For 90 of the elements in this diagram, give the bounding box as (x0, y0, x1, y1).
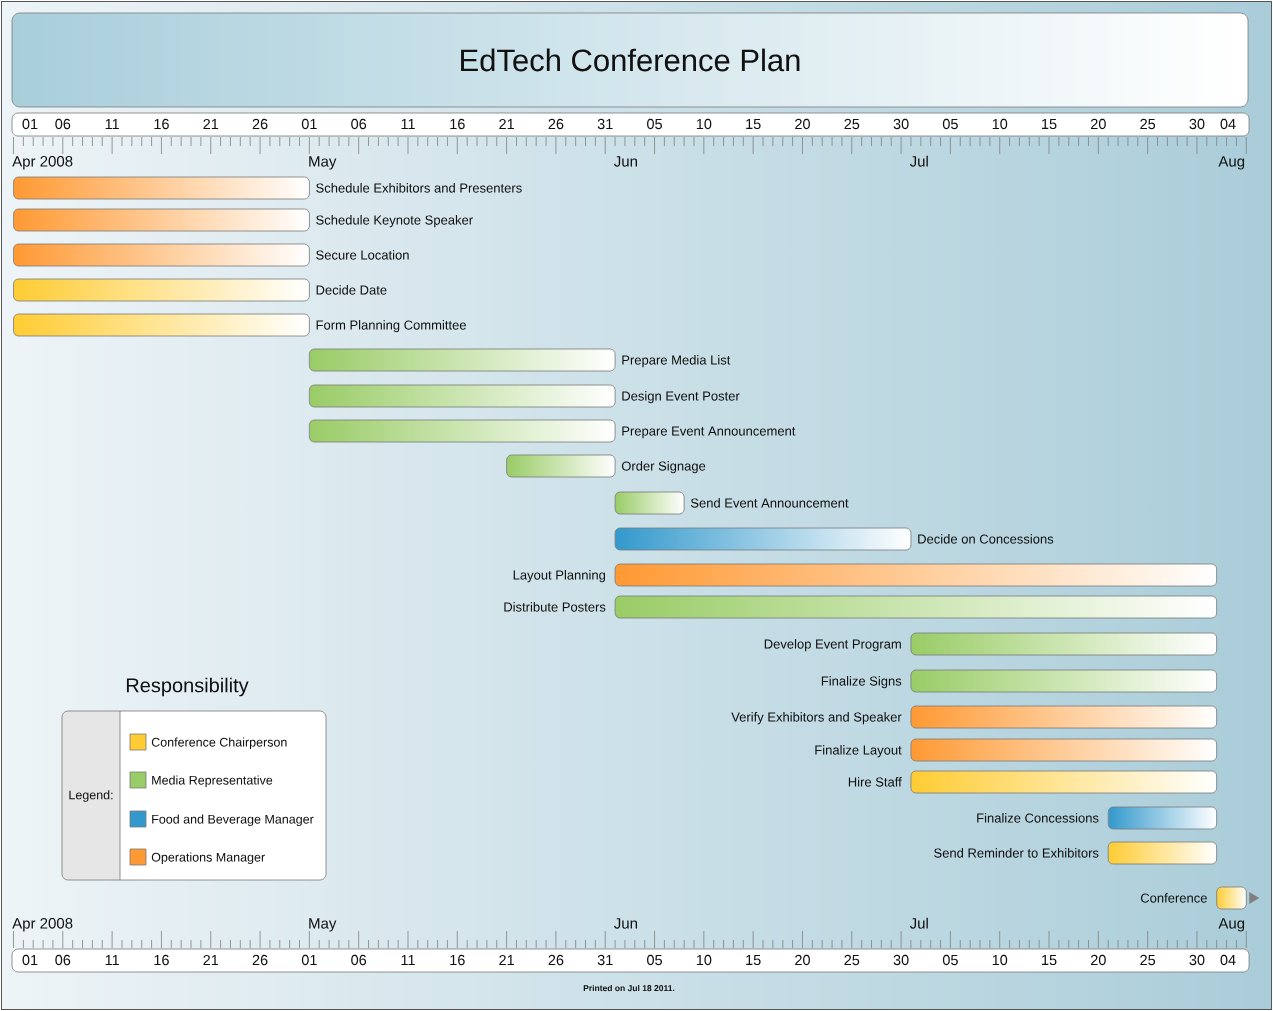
day-number: 05 (647, 954, 662, 966)
day-number: 20 (1091, 118, 1106, 130)
task-label: Conference (1140, 893, 1207, 903)
day-number: 30 (893, 954, 909, 966)
day-number: 06 (55, 954, 71, 966)
legend-text: Operations Manager (151, 852, 265, 865)
day-number: 16 (154, 118, 169, 130)
day-number: 30 (1189, 954, 1205, 966)
day-number: 21 (203, 118, 219, 130)
task-label: Decide on Concessions (918, 534, 1054, 544)
day-number: 05 (942, 954, 958, 966)
day-number: 01 (301, 118, 317, 130)
day-number: 21 (499, 954, 514, 966)
month-label: May (309, 156, 337, 170)
day-number: 16 (450, 954, 465, 966)
month-label: May (309, 918, 337, 932)
day-number: 11 (401, 955, 415, 965)
month-label: Jul (909, 155, 928, 167)
day-number: 11 (401, 119, 415, 129)
day-number: 25 (1140, 954, 1156, 966)
task-label: Develop Event Program (764, 639, 901, 652)
day-number: 21 (499, 118, 514, 130)
month-label: Aug (1218, 156, 1245, 170)
task-label: Finalize Layout (815, 745, 902, 758)
legend-text: Food and Beverage Manager (152, 814, 314, 827)
day-number: 25 (844, 118, 860, 130)
day-number: 16 (154, 954, 169, 966)
day-number: 11 (105, 119, 119, 129)
day-number: 20 (1091, 954, 1106, 966)
task-label: Prepare Media List (622, 355, 731, 368)
task-label: Form Planning Committee (316, 320, 466, 333)
day-number: 21 (203, 954, 219, 966)
day-number: 06 (55, 118, 71, 130)
day-number: 11 (105, 955, 119, 965)
day-number: 01 (301, 954, 317, 966)
title-banner: EdTech Conference Plan (11, 12, 1249, 108)
day-number: 04 (1220, 118, 1236, 130)
task-label: Prepare Event Announcement (622, 426, 796, 439)
side-caption: Legend: (69, 790, 113, 802)
legend-heading: Responsibility (126, 677, 249, 697)
task-label: Design Event Poster (622, 391, 740, 404)
day-number: 31 (597, 954, 613, 966)
month-label: Jun (614, 156, 637, 167)
day-number: 10 (696, 954, 712, 966)
task-label: Finalize Concessions (977, 813, 1099, 823)
task-label: Verify Exhibitors and Speaker (731, 712, 902, 725)
day-number: 31 (597, 118, 613, 130)
day-number: 16 (450, 118, 465, 130)
task-label: Schedule Keynote Speaker (316, 215, 473, 228)
day-number: 10 (992, 954, 1008, 966)
day-number: 26 (548, 118, 564, 130)
task-label: Order Signage (621, 461, 706, 474)
day-number: 10 (992, 118, 1008, 130)
task-label: Schedule Exhibitors and Presenters (316, 183, 522, 193)
day-number: 25 (844, 954, 860, 966)
task-label: Hire Staff (848, 777, 902, 787)
month-label: Apr 2008 (12, 918, 73, 932)
day-number: 01 (22, 118, 38, 130)
task-label: Finalize Signs (821, 676, 902, 689)
day-number: 30 (893, 118, 909, 130)
day-number: 20 (795, 118, 810, 130)
month-label: Jun (614, 918, 637, 929)
task-label: Layout Planning (513, 570, 606, 583)
day-number: 10 (696, 118, 712, 130)
day-number: 26 (548, 954, 564, 966)
day-number: 20 (795, 954, 810, 966)
task-label: Send Reminder to Exhibitors (934, 848, 1099, 858)
day-number: 15 (1042, 954, 1057, 966)
footer-note: Printed on Jul 18 2011. (583, 984, 675, 992)
day-number: 15 (746, 954, 761, 966)
day-number: 01 (22, 954, 38, 966)
day-number: 05 (647, 118, 662, 130)
task-label: Secure Location (316, 250, 409, 260)
month-label: Apr 2008 (12, 156, 73, 170)
task-label: Send Event Announcement (690, 498, 849, 508)
day-number: 05 (942, 118, 958, 130)
day-number: 25 (1140, 118, 1156, 130)
day-number: 15 (746, 118, 761, 130)
task-label: Distribute Posters (504, 602, 606, 612)
day-number: 15 (1042, 118, 1057, 130)
day-number: 04 (1220, 954, 1236, 966)
task-label: Decide Date (316, 285, 387, 295)
day-number: 06 (351, 954, 367, 966)
day-number: 26 (252, 118, 268, 130)
legend-text: Media Representative (152, 775, 273, 788)
day-number: 30 (1189, 118, 1205, 130)
month-label: Jul (909, 917, 928, 929)
day-number: 06 (351, 118, 367, 130)
legend-text: Conference Chairperson (151, 737, 287, 750)
day-number: 26 (252, 954, 268, 966)
